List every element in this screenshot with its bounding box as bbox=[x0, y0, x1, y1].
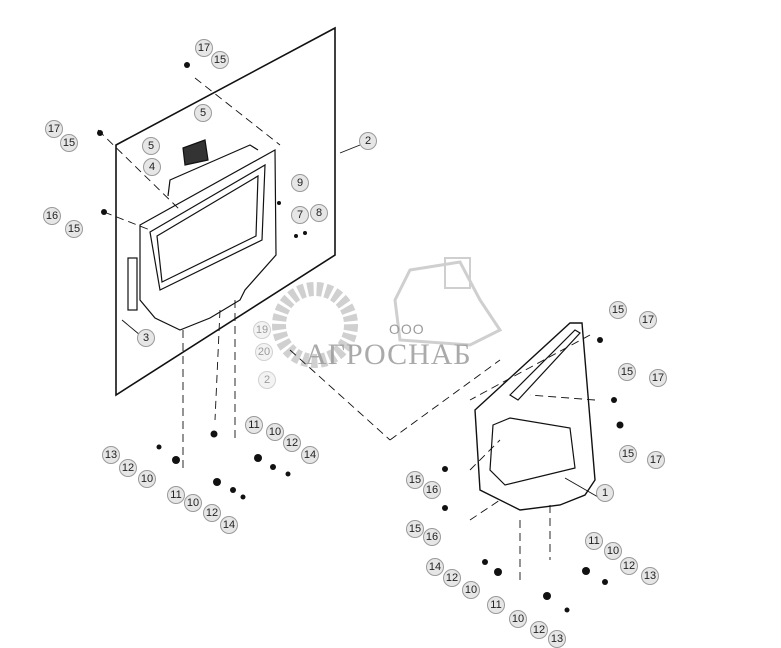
part-callout-17: 17 bbox=[45, 120, 63, 138]
part-callout-5: 5 bbox=[142, 137, 160, 155]
part-callout-12: 12 bbox=[443, 569, 461, 587]
part-callout-12: 12 bbox=[530, 621, 548, 639]
part-callout-7: 7 bbox=[291, 206, 309, 224]
part-callout-14: 14 bbox=[301, 446, 319, 464]
part-callout-10: 10 bbox=[184, 494, 202, 512]
part-callout-11: 11 bbox=[585, 532, 603, 550]
part-callout-19: 19 bbox=[253, 321, 271, 339]
part-callout-11: 11 bbox=[167, 486, 185, 504]
part-callout-11: 11 bbox=[245, 416, 263, 434]
part-callout-15: 15 bbox=[406, 520, 424, 538]
part-callout-15: 15 bbox=[618, 363, 636, 381]
part-callout-10: 10 bbox=[462, 581, 480, 599]
part-callout-17: 17 bbox=[647, 451, 665, 469]
watermark-name: АГРОСНАБ bbox=[305, 338, 472, 371]
part-callout-17: 17 bbox=[195, 39, 213, 57]
part-callout-14: 14 bbox=[426, 558, 444, 576]
part-callout-12: 12 bbox=[283, 434, 301, 452]
part-callout-13: 13 bbox=[102, 446, 120, 464]
part-callout-15: 15 bbox=[406, 471, 424, 489]
part-callout-12: 12 bbox=[203, 504, 221, 522]
part-callout-10: 10 bbox=[138, 470, 156, 488]
part-callout-16: 16 bbox=[423, 481, 441, 499]
part-callout-14: 14 bbox=[220, 516, 238, 534]
part-callout-10: 10 bbox=[266, 423, 284, 441]
part-callout-17: 17 bbox=[639, 311, 657, 329]
part-callout-2: 2 bbox=[258, 371, 276, 389]
watermark-logo bbox=[272, 257, 503, 368]
part-callout-15: 15 bbox=[60, 134, 78, 152]
part-callout-15: 15 bbox=[65, 220, 83, 238]
part-callout-8: 8 bbox=[310, 204, 328, 222]
part-callout-9: 9 bbox=[291, 174, 309, 192]
part-callout-3: 3 bbox=[137, 329, 155, 347]
part-callout-15: 15 bbox=[619, 445, 637, 463]
part-callout-2: 2 bbox=[359, 132, 377, 150]
part-callout-11: 11 bbox=[487, 596, 505, 614]
part-callout-4: 4 bbox=[143, 158, 161, 176]
part-callout-12: 12 bbox=[620, 557, 638, 575]
part-callout-15: 15 bbox=[609, 301, 627, 319]
right-door-1 bbox=[474, 322, 596, 511]
part-callout-17: 17 bbox=[649, 369, 667, 387]
part-callout-10: 10 bbox=[604, 542, 622, 560]
part-callout-13: 13 bbox=[548, 630, 566, 648]
part-callout-12: 12 bbox=[119, 459, 137, 477]
part-callout-15: 15 bbox=[211, 51, 229, 69]
watermark-prefix: ООО bbox=[389, 321, 425, 337]
part-callout-16: 16 bbox=[423, 528, 441, 546]
rear-panel-2 bbox=[115, 26, 336, 397]
part-callout-1: 1 bbox=[596, 484, 614, 502]
part-callout-20: 20 bbox=[255, 343, 273, 361]
part-callout-5: 5 bbox=[194, 104, 212, 122]
part-callout-16: 16 bbox=[43, 207, 61, 225]
part-callout-10: 10 bbox=[509, 610, 527, 628]
part-callout-13: 13 bbox=[641, 567, 659, 585]
